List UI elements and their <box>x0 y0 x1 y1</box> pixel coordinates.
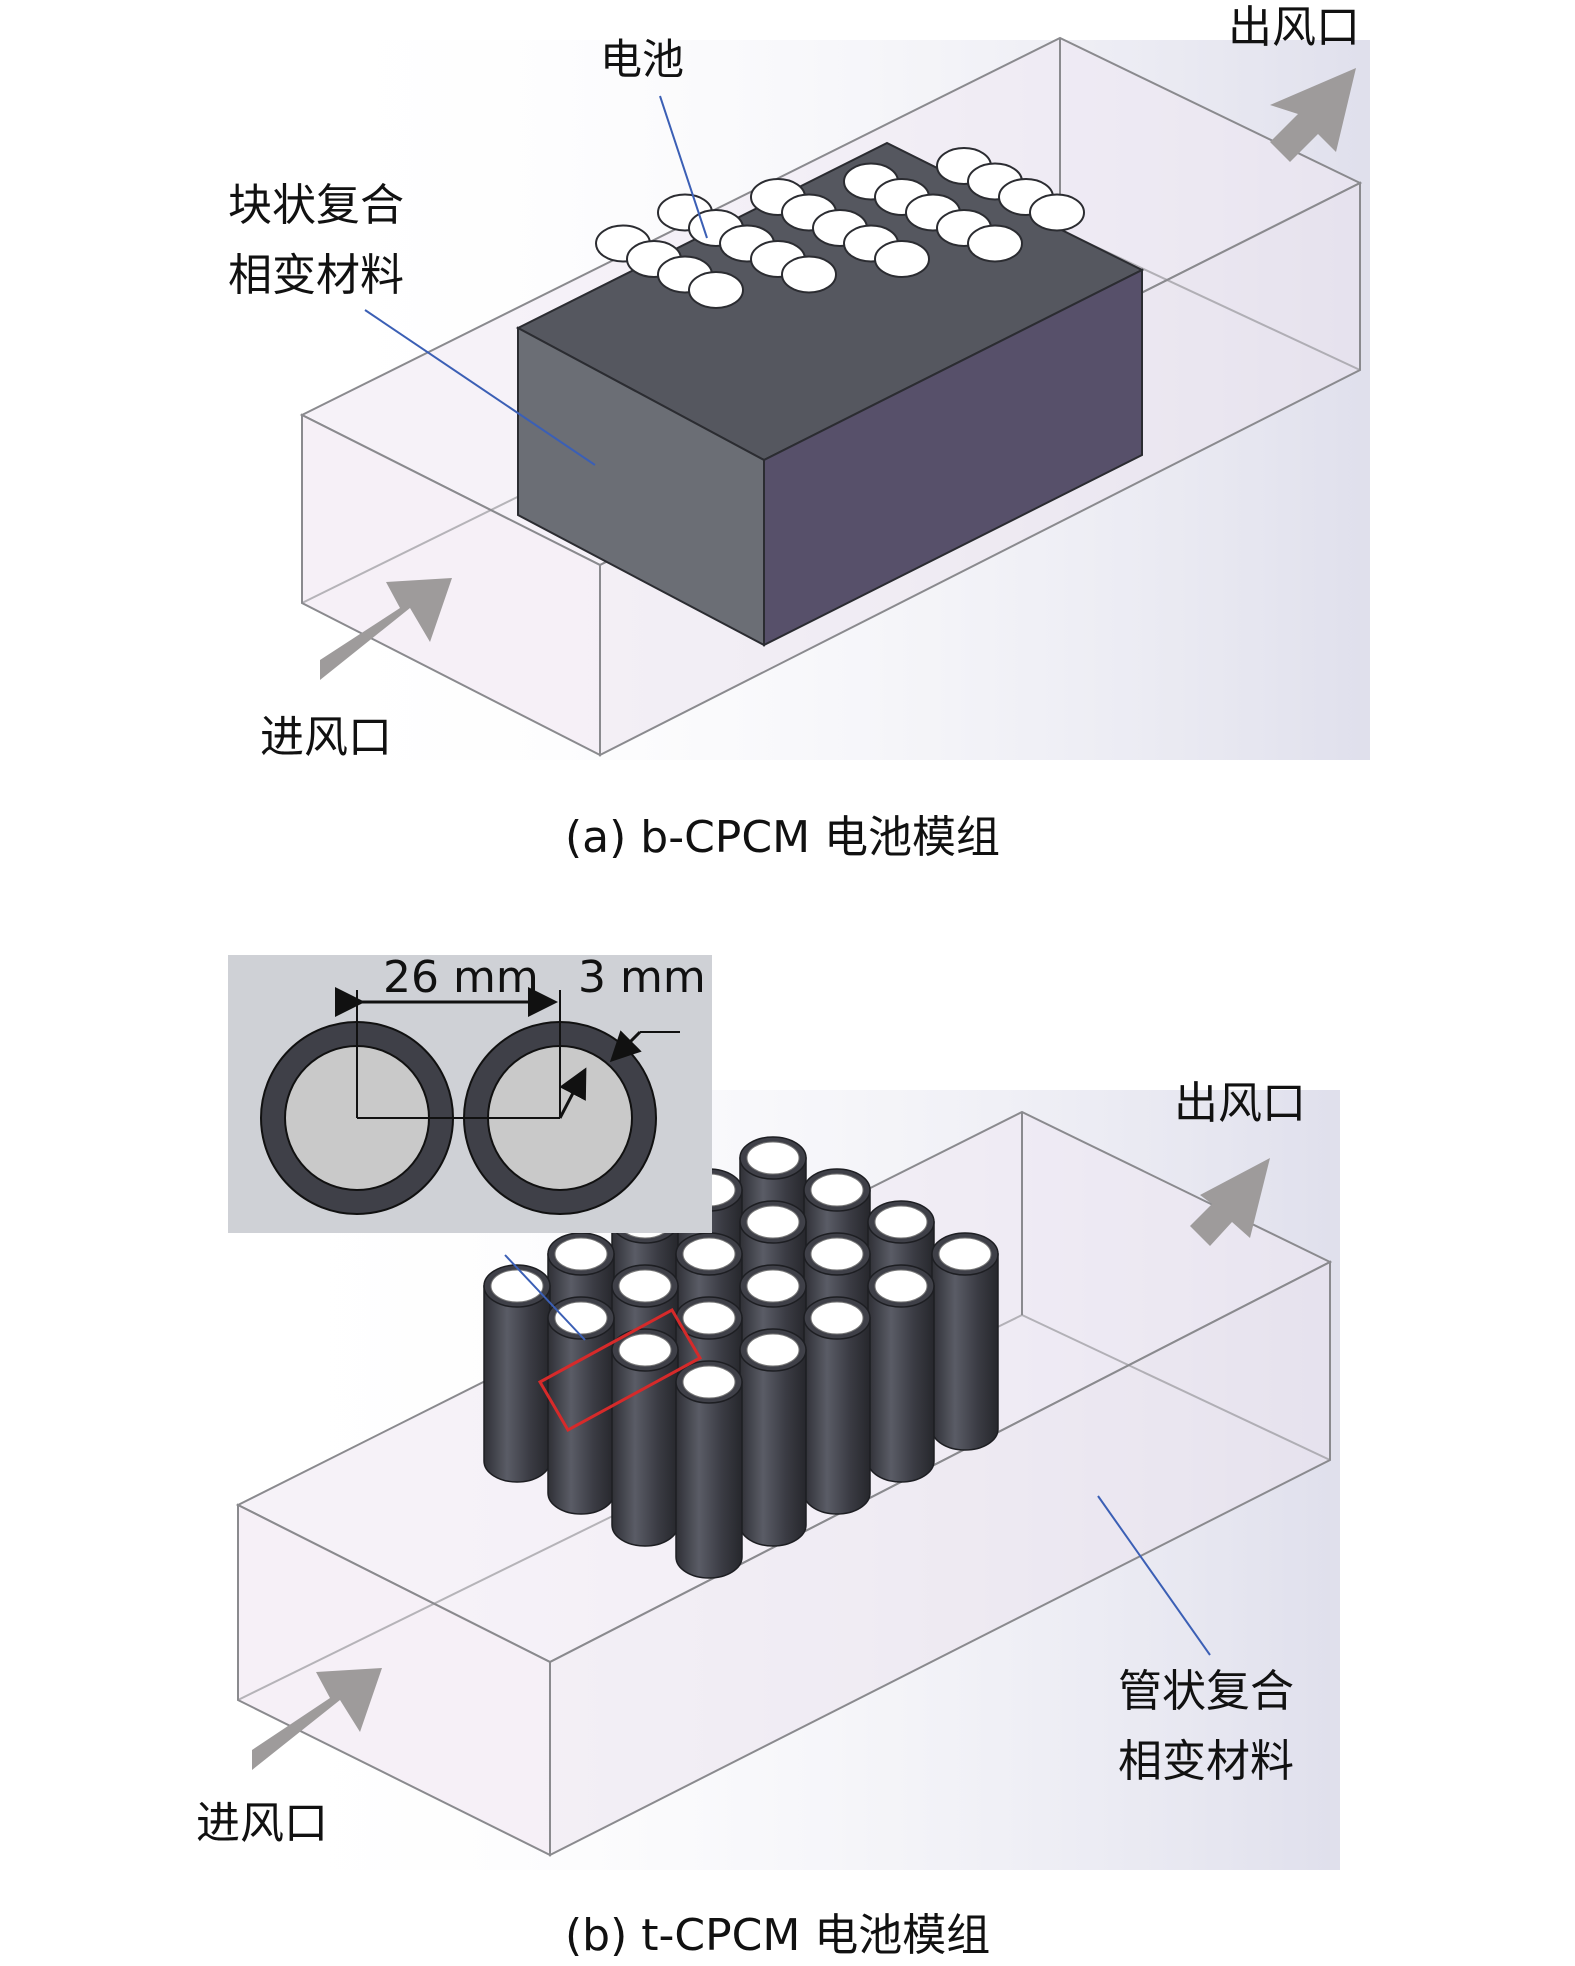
tube-cell-hole <box>490 1269 544 1303</box>
label-material-a-line1: 块状复合 <box>228 180 404 231</box>
label-material-b-line2: 相变材料 <box>1118 1736 1294 1787</box>
tube-cell-hole <box>874 1205 928 1239</box>
tube-cell-hole <box>618 1333 672 1367</box>
tube-cell-hole <box>682 1237 736 1271</box>
tube-cell-hole <box>554 1237 608 1271</box>
leader-line-material-a <box>364 309 596 466</box>
label-material-b-line1: 管状复合 <box>1118 1666 1294 1717</box>
outlet-arrow-b <box>1190 1158 1270 1246</box>
tube-body <box>739 1349 807 1547</box>
tube-body <box>611 1349 679 1547</box>
tube-cell-hole <box>746 1141 800 1175</box>
tube-cell-hole <box>874 1269 928 1303</box>
tube-body <box>931 1253 999 1451</box>
battery-cell-hole <box>688 271 744 309</box>
tube-body <box>867 1285 935 1483</box>
label-outlet-b: 出风口 <box>1174 1078 1306 1129</box>
panel-a: 电池 块状复合 相变材料 出风口 进风口 (a) b-CPCM 电池模组 <box>228 2 1370 863</box>
highlight-pair-box <box>537 1307 703 1433</box>
tube-cell-hole <box>810 1301 864 1335</box>
label-inlet-b: 进风口 <box>196 1798 328 1849</box>
label-inlet-a: 进风口 <box>260 712 392 763</box>
tube-cell-hole <box>554 1301 608 1335</box>
inset-detail: 26 mm 3 mm <box>228 952 712 1233</box>
inlet-arrow-a <box>320 578 452 680</box>
battery-cells-a <box>595 147 1085 309</box>
tube-cell-hole <box>810 1237 864 1271</box>
tube-cell-hole <box>682 1301 736 1335</box>
tube-cell-hole <box>810 1173 864 1207</box>
outlet-arrow-a <box>1270 68 1356 162</box>
leader-line-battery <box>659 95 708 239</box>
tube-cell-hole <box>618 1269 672 1303</box>
leader-line-material-b <box>1097 1495 1211 1656</box>
composite-block-a <box>515 141 1145 647</box>
battery-cell-hole <box>1029 193 1085 232</box>
tube-cell-hole <box>682 1365 736 1399</box>
leader-line-inset <box>504 1254 586 1341</box>
tube-cell-hole <box>746 1269 800 1303</box>
caption-b: (b) t-CPCM 电池模组 <box>565 1910 990 1961</box>
tube-body <box>675 1381 743 1579</box>
tube-body <box>803 1317 871 1515</box>
block-side-face <box>763 268 1143 647</box>
battery-cell-hole <box>967 224 1023 263</box>
battery-cell-hole <box>874 240 930 278</box>
dimension-wall-label: 3 mm <box>578 952 706 1003</box>
tube-cell-hole <box>938 1237 992 1271</box>
label-outlet-a: 出风口 <box>1228 2 1360 53</box>
tube-cell-hole <box>746 1205 800 1239</box>
caption-a: (a) b-CPCM 电池模组 <box>565 812 1000 863</box>
tube-cell-hole <box>746 1333 800 1367</box>
battery-cell-hole <box>781 255 837 294</box>
inlet-arrow-b <box>252 1668 382 1770</box>
label-battery-a: 电池 <box>600 35 684 84</box>
label-material-a-line2: 相变材料 <box>228 250 404 301</box>
panel-b: 26 mm 3 mm 出风口 进风口 管状复合 相变材料 (b) t-CPCM … <box>196 952 1340 1961</box>
dimension-pitch-label: 26 mm <box>383 952 539 1003</box>
